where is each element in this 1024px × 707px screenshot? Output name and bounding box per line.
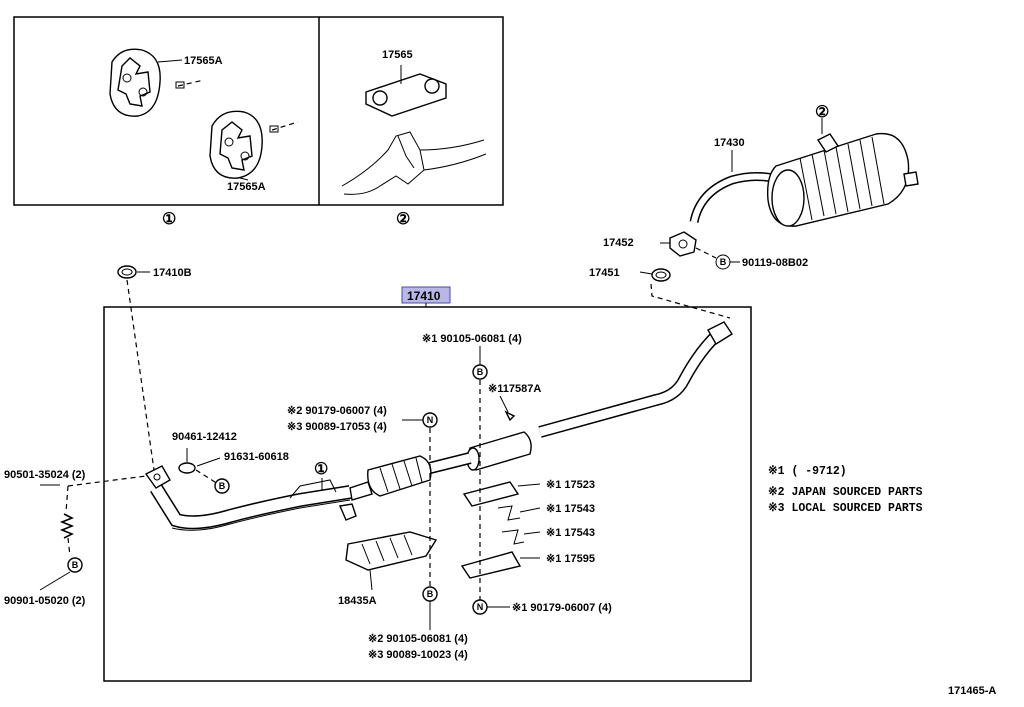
inset-1-hanger-art <box>109 48 299 181</box>
bolt-b-letter-left: B <box>219 481 226 491</box>
inset-1-label-b: 17565A <box>227 181 266 193</box>
part-90089-bottom-label: ※3 90089-10023 (4) <box>368 649 468 661</box>
main-assembly-label: 17410 <box>407 289 441 303</box>
legend-line-3: ※3 LOCAL SOURCED PARTS <box>768 501 923 515</box>
inset-2-marker: ② <box>396 211 410 228</box>
legend-line-2: ※2 JAPAN SOURCED PARTS <box>768 485 923 499</box>
part-17587A-art <box>504 410 516 422</box>
exhaust-pipe-art <box>144 321 733 531</box>
part-90179-japan-label: ※2 90179-06007 (4) <box>287 405 387 417</box>
inset-1-marker: ① <box>162 211 176 228</box>
part-90119-label: 90119-08B02 <box>742 257 808 269</box>
nut-n-letter-mid: N <box>427 415 434 425</box>
gasket-17451-art <box>639 268 671 282</box>
part-90089-local-label: ※3 90089-17053 (4) <box>287 421 387 433</box>
part-90901-label: 90901-05020 (2) <box>4 595 86 607</box>
gasket-17410B-art <box>117 265 150 279</box>
nut-n-letter-bottom: N <box>477 602 484 612</box>
bolt-b-letter-muffler: B <box>720 257 727 267</box>
small-parts-right-art <box>460 481 541 579</box>
part-90179-bottom-label: ※1 90179-06007 (4) <box>512 602 612 614</box>
part-90105-top-label: ※1 90105-06081 (4) <box>422 333 522 345</box>
part-17587A-label: ※117587A <box>488 383 541 395</box>
fastener-leaders <box>429 380 481 600</box>
part-17543-label-a: ※1 17543 <box>546 503 595 515</box>
bolt-b-letter-far-left: B <box>72 560 79 570</box>
heat-shield-18435A-art <box>345 531 438 591</box>
part-18435A-label: 18435A <box>338 595 377 607</box>
part-17410B-label: 17410B <box>153 267 192 279</box>
part-90105-japan-label: ※2 90105-06081 (4) <box>368 633 468 645</box>
part-17451-label: 17451 <box>589 267 620 279</box>
main-assembly-frame <box>103 306 752 682</box>
bolt-b-marker-left <box>214 478 230 494</box>
spring-bolt-art <box>39 475 147 591</box>
legend-line-1: ※1 ( -9712) <box>768 464 847 478</box>
main-circle-1: ① <box>314 461 328 478</box>
bolt-b-letter-bottom: B <box>427 589 434 599</box>
part-90461-label: 90461-12412 <box>172 431 237 443</box>
part-17543-label-b: ※1 17543 <box>546 527 595 539</box>
muffler-circle-2: ② <box>815 104 829 121</box>
bolt-b-marker-far-left <box>67 557 83 573</box>
figure-id: 171465-A <box>948 685 996 697</box>
inset-2-bracket-art <box>341 65 487 195</box>
inset-1-label-a: 17565A <box>184 55 223 67</box>
rear-muffler-art <box>689 118 919 227</box>
clamp-17452-art <box>660 231 717 259</box>
bolt-b-letter-top: B <box>477 367 484 377</box>
part-91631-label: 91631-60618 <box>224 451 289 463</box>
part-17452-label: 17452 <box>603 237 634 249</box>
part-17595-label: ※1 17595 <box>546 553 595 565</box>
part-17430-label: 17430 <box>714 137 745 149</box>
left-small-parts-art <box>178 448 221 485</box>
legend: ※1 ( -9712) ※2 JAPAN SOURCED PARTS ※3 LO… <box>768 464 923 515</box>
inset-panel <box>13 16 504 206</box>
inset-2-label: 17565 <box>382 49 413 61</box>
part-90501-label: 90501-35024 (2) <box>4 469 86 481</box>
part-17523-label: ※1 17523 <box>546 479 595 491</box>
